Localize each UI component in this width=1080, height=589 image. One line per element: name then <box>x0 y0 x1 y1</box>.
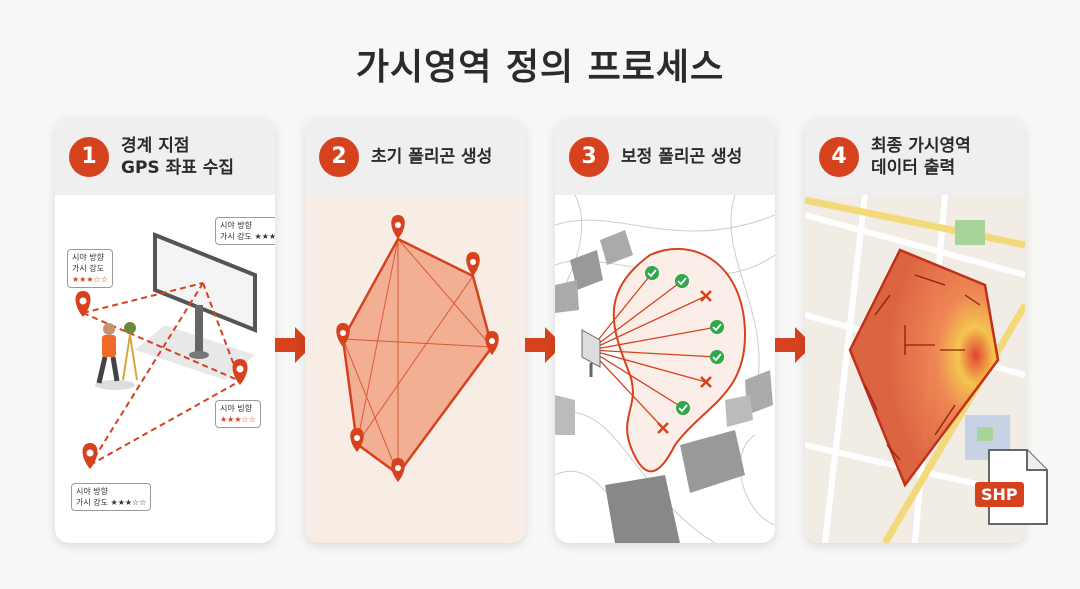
arrow-right-icon <box>775 327 813 363</box>
arrow-right-icon <box>275 327 313 363</box>
step-title: 경계 지점 <box>121 135 190 156</box>
step-card-2: 2 초기 폴리곤 생성 <box>305 118 525 543</box>
step-title: 최종 가시영역 <box>871 135 971 156</box>
initial-polygon-illustration <box>336 215 499 482</box>
gps-survey-illustration <box>75 232 257 469</box>
shp-file-badge: SHP <box>975 448 1049 526</box>
step-subtitle: 데이터 출력 <box>871 157 956 178</box>
step-title: 초기 폴리곤 생성 <box>371 146 493 167</box>
callout: 시야 빙향★★★☆☆ <box>215 400 261 428</box>
x-icon <box>657 290 712 434</box>
corrected-polygon-illustration <box>555 195 775 543</box>
page-title: 가시영역 정의 프로세스 <box>355 47 725 88</box>
step-title: 보정 폴리곤 생성 <box>621 146 743 167</box>
check-icon <box>645 266 724 415</box>
step-number: 1 <box>69 136 109 177</box>
step-subtitle: GPS 좌표 수집 <box>121 157 235 178</box>
arrow-right-icon <box>525 327 563 363</box>
step-number: 3 <box>569 136 609 177</box>
step-number: 2 <box>319 136 359 177</box>
step-number: 4 <box>819 136 859 177</box>
step-card-3: 3 보정 폴리곤 생성 <box>555 118 775 543</box>
location-pin-icon <box>75 291 248 469</box>
